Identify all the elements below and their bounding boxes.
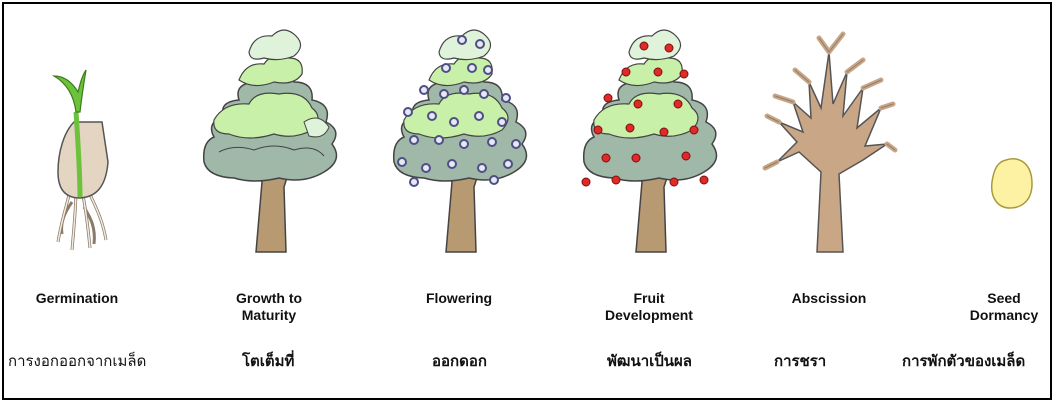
fruit-tree-icon [574,12,724,262]
stage-label-th: ออกดอก [432,349,487,373]
stage-label-th: การงอกออกจากเมล็ด [8,349,146,373]
stage-label-en: Flowering [384,290,534,307]
stage-label-th: โตเต็มที่ [242,349,294,373]
stage-label-th: การชรา [774,349,826,373]
stage-label-en: Fruit Development [574,290,724,324]
stage-label-th: การพักตัวของเมล็ด [902,349,1025,373]
bare-tree-icon [759,12,899,262]
stage-label-en: Abscission [754,290,904,307]
seedling-icon [32,12,122,262]
dormancy-panel: Seed Dormancy [964,12,1054,342]
germination-panel: Germination [32,12,122,342]
fruit-panel: Fruit Development [574,12,724,342]
flowering-tree-icon [384,12,534,262]
flowering-panel: Flowering [384,12,534,342]
seed-icon [964,12,1054,262]
abscission-panel: Abscission [759,12,899,342]
stage-label-en: Seed Dormancy [929,290,1058,324]
stage-label-en: Growth to Maturity [194,290,344,324]
growth-panel: Growth to Maturity [194,12,344,342]
diagram-frame: Germination Growth to Maturity [2,2,1052,400]
stage-label-th: พัฒนาเป็นผล [607,349,692,373]
tree-icon [194,12,344,262]
stage-label-en: Germination [2,290,152,307]
